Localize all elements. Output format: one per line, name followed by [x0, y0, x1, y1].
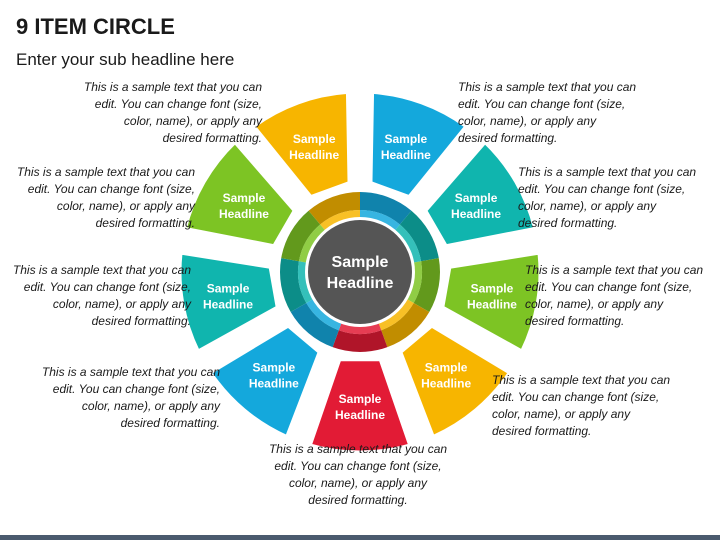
petal-8 [178, 251, 279, 353]
petal-9-label-line2: Headline [219, 207, 269, 221]
ring-segment-6 [332, 330, 388, 352]
description-2: This is a sample text that you can edit.… [458, 80, 637, 145]
petal-6-label-line1: Sample [339, 392, 382, 406]
petal-5-label-line2: Headline [421, 377, 471, 391]
petal-5-label-line1: Sample [425, 361, 468, 375]
petal-5 [399, 324, 511, 438]
petal-8-label-line2: Headline [203, 297, 253, 311]
petal-3 [424, 141, 537, 248]
footer-bar [0, 535, 720, 540]
hub-circle [308, 220, 412, 324]
ring-segment-4 [413, 258, 440, 312]
petal-8-label-line1: Sample [207, 281, 250, 295]
petal-7-label-line1: Sample [253, 361, 296, 375]
petal-4 [441, 251, 542, 353]
ring-segment-1 [308, 192, 360, 225]
ring-segment-5 [381, 303, 430, 348]
petal-2-label-line1: Sample [384, 132, 427, 146]
petal-2-label-line2: Headline [381, 148, 431, 162]
description-3: This is a sample text that you can edit.… [518, 165, 697, 230]
description-4: This is a sample text that you can edit.… [525, 263, 704, 328]
inner-ring-segment-2 [360, 210, 400, 231]
ring-segment-3 [399, 210, 439, 262]
petal-6-label-line2: Headline [335, 408, 385, 422]
inner-ring-segment-7 [306, 299, 342, 331]
petal-7-label-line2: Headline [249, 377, 299, 391]
petal-6 [308, 358, 412, 454]
description-8: This is a sample text that you can edit.… [12, 263, 191, 328]
petal-group: SampleHeadlineSampleHeadlineSampleHeadli… [178, 90, 542, 454]
inner-ring-segment-9 [298, 224, 326, 263]
description-6: This is a sample text that you can edit.… [268, 442, 448, 507]
petal-3-label-line2: Headline [451, 207, 501, 221]
petal-1-label-line1: Sample [293, 132, 336, 146]
description-1: This is a sample text that you can edit.… [83, 80, 262, 145]
petal-1 [252, 90, 351, 199]
hub: Sample Headline [308, 220, 412, 324]
petal-1-label-line2: Headline [289, 148, 339, 162]
petal-2 [369, 90, 468, 199]
ring-segment-2 [360, 192, 412, 225]
hub-label-line2: Headline [327, 275, 394, 292]
petal-4-label-line1: Sample [471, 281, 514, 295]
inner-ring-segment-1 [320, 210, 360, 231]
petal-4-label-line2: Headline [467, 297, 517, 311]
ring-segment-8 [280, 258, 307, 312]
page-title: 9 ITEM CIRCLE [16, 14, 175, 39]
ring-segment-9 [281, 210, 321, 262]
petal-3-label-line1: Sample [455, 191, 498, 205]
description-5: This is a sample text that you can edit.… [492, 373, 671, 438]
petal-9 [183, 141, 296, 248]
ring-segment-7 [290, 303, 339, 348]
inner-ring-segment-3 [394, 224, 422, 263]
inner-ring-segment-5 [378, 299, 414, 331]
petal-7 [209, 324, 321, 438]
page-subtitle: Enter your sub headline here [16, 50, 235, 69]
description-9: This is a sample text that you can edit.… [16, 165, 195, 230]
hub-label-line1: Sample [332, 254, 389, 271]
petal-9-label-line1: Sample [223, 191, 266, 205]
description-7: This is a sample text that you can edit.… [41, 365, 220, 430]
